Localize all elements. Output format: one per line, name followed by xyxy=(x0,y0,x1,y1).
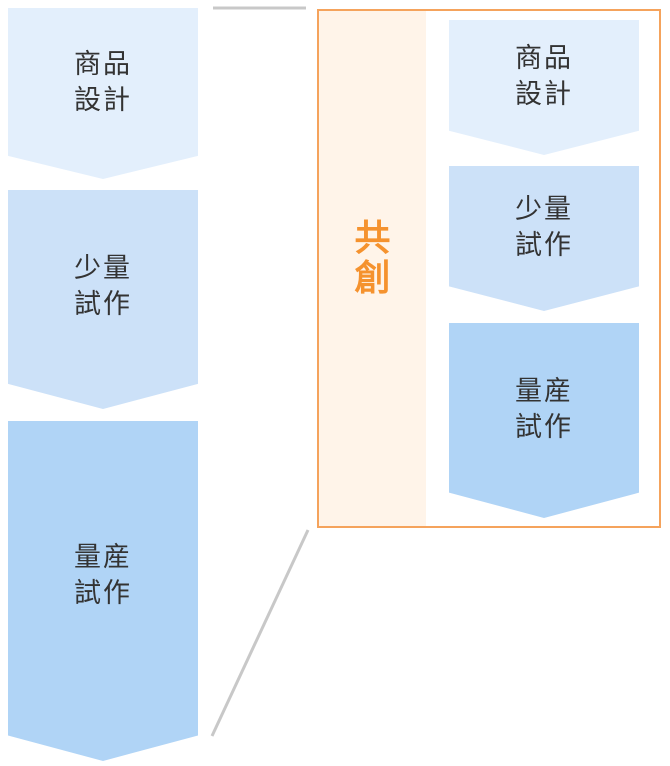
left-step-label: 商品 設計 xyxy=(74,48,132,116)
right-step-label: 量産 試作 xyxy=(515,375,573,443)
left-step-mass-trial: 量産 試作 xyxy=(8,421,198,761)
right-step-label: 商品 設計 xyxy=(515,42,573,110)
right-step-mass-trial: 量産 試作 xyxy=(449,323,639,518)
left-step-product-design: 商品 設計 xyxy=(8,8,198,179)
right-step-small-trial: 少量 試作 xyxy=(449,166,639,311)
left-step-small-trial: 少量 試作 xyxy=(8,190,198,409)
cocreation-label: 共 創 xyxy=(354,217,391,299)
left-step-label: 少量 試作 xyxy=(74,252,132,320)
cocreation-band: 共 創 xyxy=(319,11,426,526)
left-step-label: 量産 試作 xyxy=(74,542,132,609)
right-step-label: 少量 試作 xyxy=(515,193,573,261)
connector-bottom-line xyxy=(210,529,310,737)
right-step-product-design: 商品 設計 xyxy=(449,20,639,155)
